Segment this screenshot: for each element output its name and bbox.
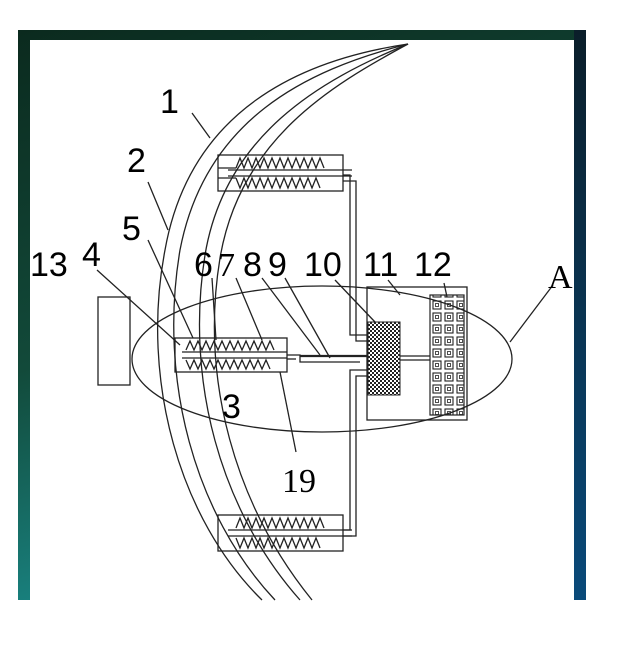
label-2: 2 <box>127 142 146 180</box>
curved-shell <box>156 43 409 601</box>
diagram-frame <box>18 30 586 600</box>
leader-lines <box>96 112 554 453</box>
housing-11 <box>366 286 468 421</box>
label-13: 13 <box>30 246 68 284</box>
label-11: 11 <box>363 246 398 284</box>
label-6: 6 <box>194 246 213 284</box>
top-spring-assembly <box>217 154 352 192</box>
bottom-spring-assembly <box>217 514 352 552</box>
hatched-block-10 <box>367 321 430 396</box>
label-5: 5 <box>122 210 141 248</box>
connecting-rods <box>343 174 372 537</box>
label-10: 10 <box>304 246 342 284</box>
middle-spring-assembly <box>174 337 370 373</box>
label-4: 4 <box>82 236 101 274</box>
block-13 <box>97 296 131 386</box>
label-7: 7 <box>218 247 235 284</box>
block-12 <box>429 294 465 416</box>
label-1: 1 <box>160 83 179 121</box>
part-labels: 1 2 5 13 4 6 7 8 9 10 11 12 A 3 19 <box>30 83 573 500</box>
label-a: A <box>548 259 573 296</box>
label-9: 9 <box>268 246 287 284</box>
label-12: 12 <box>414 246 452 284</box>
label-19: 19 <box>282 463 316 500</box>
label-8: 8 <box>243 246 262 284</box>
label-3: 3 <box>222 388 241 426</box>
ellipse-detail-a <box>131 285 513 433</box>
